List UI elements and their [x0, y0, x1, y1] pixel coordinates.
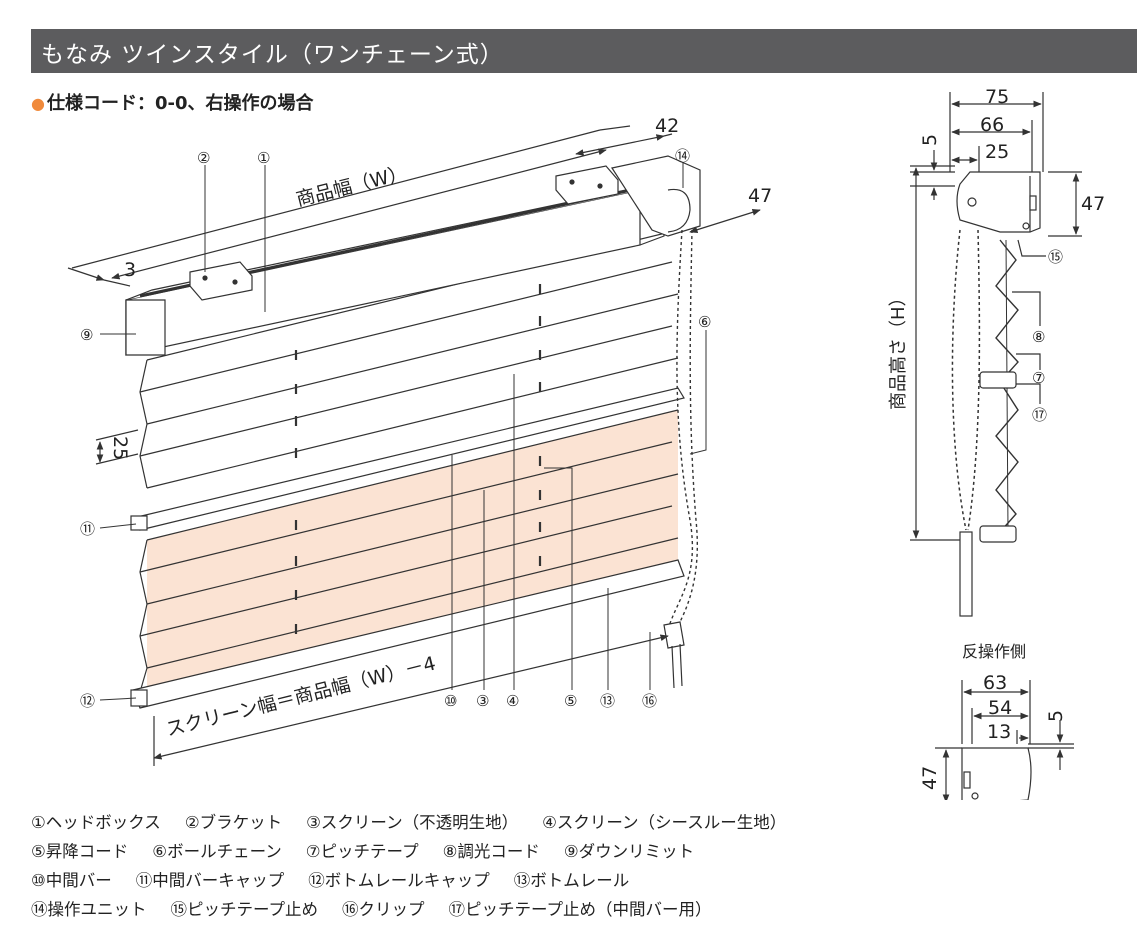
callout-4: ④: [506, 692, 519, 710]
dim-47-main-label: 47: [748, 185, 772, 207]
dim-42: [575, 133, 673, 156]
opaque-screen: [147, 410, 678, 692]
legend-row: ⑩中間バー ⑪中間バーキャップ ⑫ボトムレールキャップ ⑬ボトムレール: [31, 866, 810, 895]
bullet-dot: ●: [31, 94, 45, 113]
dim-47-side-label: 47: [1081, 193, 1105, 215]
ball-chain: [667, 229, 698, 631]
opposite-view: [935, 680, 1074, 800]
dim-75-label: 75: [985, 86, 1009, 108]
lift-cords: [294, 284, 542, 634]
legend-item: ⑮ピッチテープ止め: [170, 900, 319, 919]
legend-item: ⑪中間バーキャップ: [135, 871, 285, 890]
spec-heading: ●仕様コード：0-0、右操作の場合: [31, 89, 314, 115]
callout-16: ⑯: [642, 692, 657, 710]
dim-63-label: 63: [983, 672, 1007, 694]
legend-item: ⑧調光コード: [442, 842, 540, 861]
legend-item: ②ブラケット: [184, 813, 283, 832]
legend-row: ⑭操作ユニット ⑮ピッチテープ止め ⑯クリップ ⑰ピッチテープ止め（中間バー用）: [31, 895, 810, 924]
legend-item: ⑬ボトムレール: [513, 871, 630, 890]
callout-13: ⑬: [600, 692, 615, 710]
callout-9: ⑨: [80, 326, 93, 344]
dim-13-label: 13: [987, 721, 1011, 743]
legend-item: ⑥ボールチェーン: [152, 842, 282, 861]
callout-17: ⑰: [1032, 406, 1047, 424]
legend-row: ⑤昇降コード ⑥ボールチェーン ⑦ピッチテープ ⑧調光コード ⑨ダウンリミット: [31, 837, 810, 866]
clip: [663, 621, 685, 689]
opposite-view-title: 反操作側: [962, 642, 1026, 661]
callout-10: ⑩: [444, 692, 457, 710]
legend-item: ①ヘッドボックス: [31, 813, 161, 832]
dim-5-opp-label: 5: [1045, 710, 1067, 722]
dim-25-label: 25: [109, 436, 131, 460]
main-view: [67, 125, 761, 766]
callout-leaders: [99, 162, 707, 701]
legend-item: ④スクリーン（シースルー生地）: [542, 813, 787, 832]
legend-row: ①ヘッドボックス ②ブラケット ③スクリーン（不透明生地） ④スクリーン（シースルー生…: [31, 808, 810, 837]
callout-14: ⑭: [675, 147, 690, 165]
legend-item: ⑯クリップ: [342, 900, 425, 919]
parts-legend: ①ヘッドボックス ②ブラケット ③スクリーン（不透明生地） ④スクリーン（シースルー生…: [31, 808, 810, 924]
callout-15: ⑮: [1048, 248, 1063, 266]
legend-item: ⑦ピッチテープ: [305, 842, 419, 861]
callout-11: ⑪: [80, 520, 95, 538]
callout-3: ③: [476, 692, 489, 710]
title-bar: もなみ ツインスタイル（ワンチェーン式）: [31, 29, 1137, 73]
legend-item: ⑨ダウンリミット: [563, 842, 695, 861]
dim-25: [95, 429, 139, 465]
dim-3: [67, 267, 131, 287]
dim-47-opp-label: 47: [919, 766, 941, 790]
dim-25-side-label: 25: [985, 141, 1009, 163]
dim-5-side-label: 5: [919, 134, 941, 146]
page-title: もなみ ツインスタイル（ワンチェーン式）: [41, 42, 504, 68]
legend-item: ⑰ピッチテープ止め（中間バー用）: [448, 900, 712, 919]
callout-1: ①: [257, 149, 270, 167]
product-width-label: 商品幅（W）: [294, 162, 410, 211]
legend-item: ⑤昇降コード: [31, 842, 129, 861]
legend-item: ⑫ボトムレールキャップ: [308, 871, 490, 890]
dim-54-label: 54: [988, 697, 1012, 719]
legend-item: ③スクリーン（不透明生地）: [306, 813, 519, 832]
callout-5: ⑤: [564, 692, 577, 710]
dim-3-label: 3: [124, 259, 136, 281]
callout-8: ⑧: [1032, 328, 1045, 346]
dim-product-width: [71, 125, 631, 280]
opposite-view-labels: 反操作側 63 54 13 5 47: [919, 642, 1067, 790]
operating-unit: [611, 155, 701, 237]
dim-screen-width: [153, 634, 669, 766]
dim-42-label: 42: [655, 115, 679, 137]
callout-7: ⑦: [1032, 369, 1045, 387]
callout-12: ⑫: [80, 692, 95, 710]
callout-6: ⑥: [698, 313, 711, 331]
legend-item: ⑩中間バー: [31, 871, 112, 890]
product-height-label: 商品高さ（H）: [888, 288, 909, 410]
side-view: [910, 92, 1082, 617]
callout-2: ②: [197, 149, 210, 167]
dim-47-main: [689, 209, 761, 233]
spec-label: 仕様コード：0-0、右操作の場合: [46, 93, 314, 114]
dim-66-label: 66: [980, 114, 1004, 136]
side-view-labels: 75 66 25 5 47 商品高さ（H） ⑮ ⑧ ⑦ ⑰: [888, 86, 1105, 424]
blind-diagram: 42 47 3 25 商品幅（W） スクリーン幅＝商品幅（W）－4 ② ① ⑨ …: [67, 86, 1105, 800]
legend-item: ⑭操作ユニット: [31, 900, 147, 919]
intermediate-bar: [130, 387, 685, 531]
